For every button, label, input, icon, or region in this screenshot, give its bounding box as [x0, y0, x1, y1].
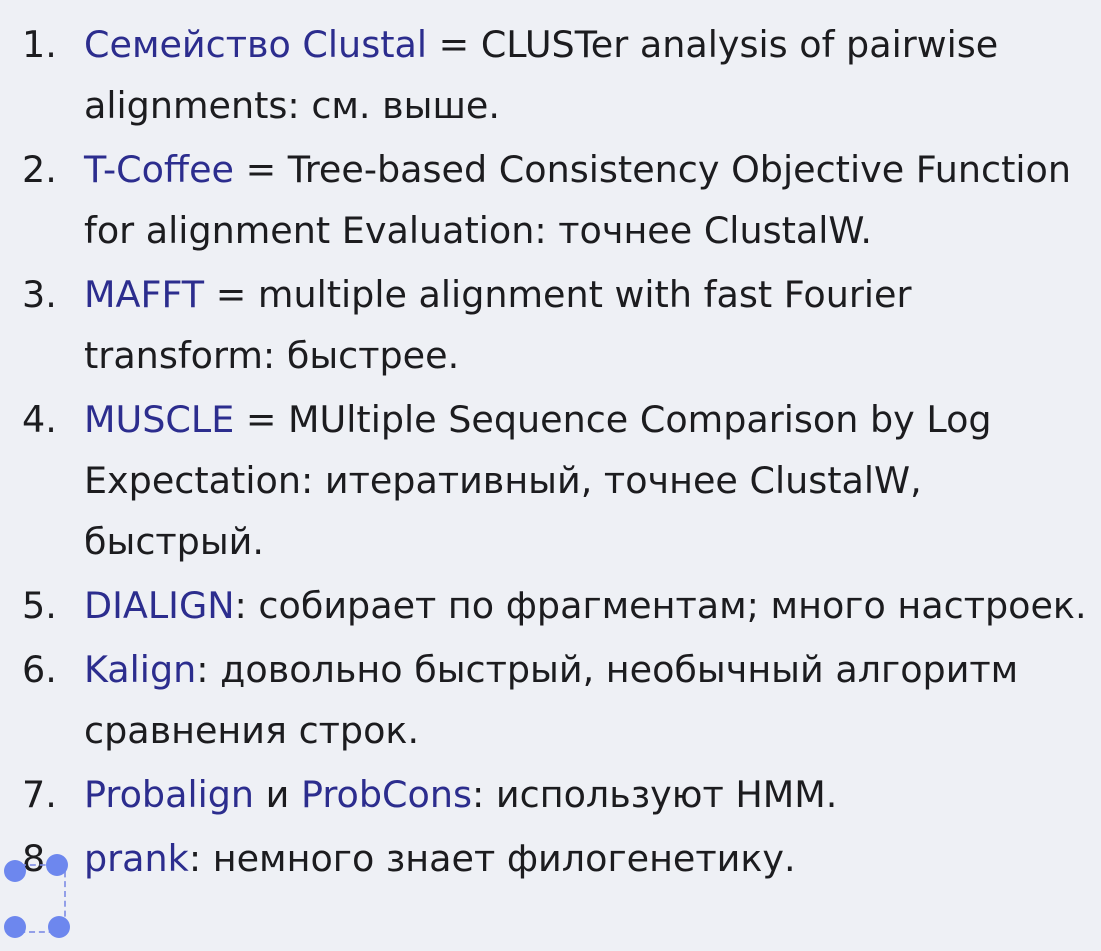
item-number: 2.: [22, 148, 57, 191]
tool-name: Probalign: [84, 773, 255, 816]
tool-name: Семейство Clustal: [84, 23, 428, 66]
resize-handle-top-left[interactable]: [4, 860, 26, 882]
item-description: = CLUSTer analysis of pairwise alignment…: [84, 23, 999, 127]
list-item: 5. DIALIGN: собирает по фрагментам; мног…: [22, 575, 1092, 636]
list-item: 2. T-Coffee = Tree-based Consistency Obj…: [22, 139, 1092, 261]
list-item: 3. MAFFT = multiple alignment with fast …: [22, 264, 1092, 386]
tool-name: DIALIGN: [84, 584, 235, 627]
item-number: 4.: [22, 398, 57, 441]
item-number: 5.: [22, 584, 57, 627]
tool-name-secondary: ProbCons: [300, 773, 473, 816]
tool-name: prank: [84, 837, 189, 880]
list-item: 6. Kalign: довольно быстрый, необычный а…: [22, 639, 1092, 761]
item-description: = multiple alignment with fast Fourier t…: [84, 273, 912, 377]
selection-bracket: [14, 864, 66, 933]
tool-list: 1. Семейство Clustal = CLUSTer analysis …: [22, 14, 1092, 892]
tool-name: MAFFT: [84, 273, 205, 316]
tool-name: MUSCLE: [84, 398, 235, 441]
tool-name: Kalign: [84, 648, 197, 691]
item-description: = Tree-based Consistency Objective Funct…: [84, 148, 1072, 252]
item-description: : немного знает филогенетику.: [188, 837, 796, 880]
resize-handle-top-right[interactable]: [46, 854, 68, 876]
item-description: : собирает по фрагментам; много настроек…: [234, 584, 1087, 627]
item-number: 1.: [22, 23, 57, 66]
resize-handle-bottom-right[interactable]: [48, 916, 70, 938]
connector-text: и: [254, 773, 301, 816]
list-item: 7. Probalign и ProbCons: используют HMM.: [22, 764, 1092, 825]
resize-handle-bottom-left[interactable]: [4, 916, 26, 938]
item-description: : используют HMM.: [472, 773, 838, 816]
tool-name: T-Coffee: [84, 148, 234, 191]
item-number: 7.: [22, 773, 57, 816]
item-description: = MUltiple Sequence Comparison by Log Ex…: [84, 398, 992, 563]
list-item: 1. Семейство Clustal = CLUSTer analysis …: [22, 14, 1092, 136]
item-number: 6.: [22, 648, 57, 691]
list-item: 8. prank: немного знает филогенетику.: [22, 828, 1092, 889]
item-description: : довольно быстрый, необычный алгоритм с…: [84, 648, 1019, 752]
selection-handles[interactable]: [0, 850, 90, 950]
list-item: 4. MUSCLE = MUltiple Sequence Comparison…: [22, 389, 1092, 572]
item-number: 3.: [22, 273, 57, 316]
